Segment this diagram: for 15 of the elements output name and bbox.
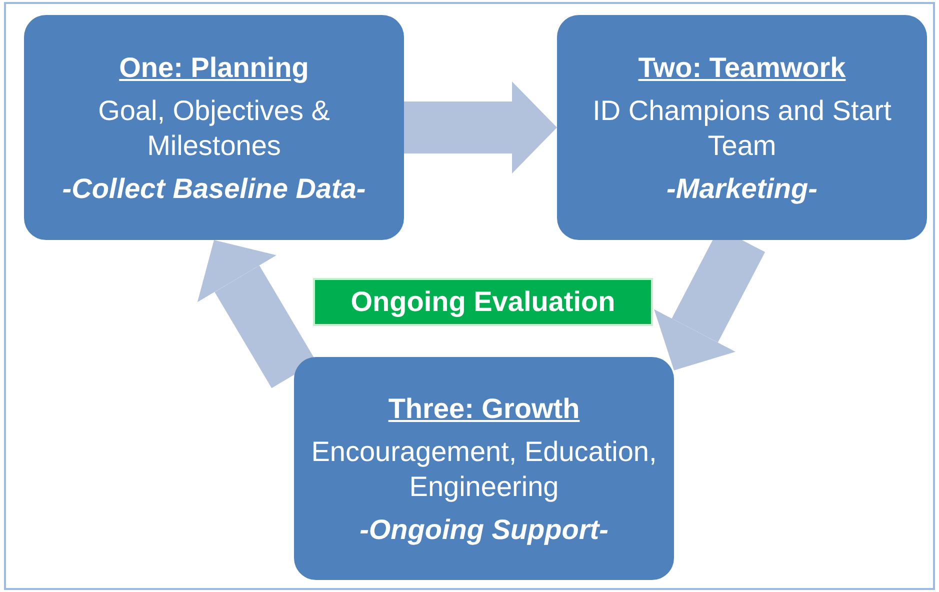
step-description: Goal, Objectives & Milestones [97, 94, 331, 162]
step-box [24, 15, 404, 240]
step-heading: Two: Teamwork [638, 50, 846, 84]
step-note: -Ongoing Support- [360, 512, 608, 546]
step-description: Encouragement, Education, Engineering [310, 434, 658, 504]
block-arrow [404, 82, 557, 174]
step-description: ID Champions and Start Team [592, 94, 892, 162]
step-box [294, 357, 674, 580]
step-heading: One: Planning [119, 50, 309, 84]
step-note: -Collect Baseline Data- [62, 172, 366, 206]
evaluation-label-box: Ongoing Evaluation [313, 278, 653, 326]
block-arrow [197, 240, 316, 388]
step-box [557, 15, 927, 240]
step-note: -Marketing- [666, 172, 818, 206]
step-heading: Three: Growth [388, 392, 580, 426]
